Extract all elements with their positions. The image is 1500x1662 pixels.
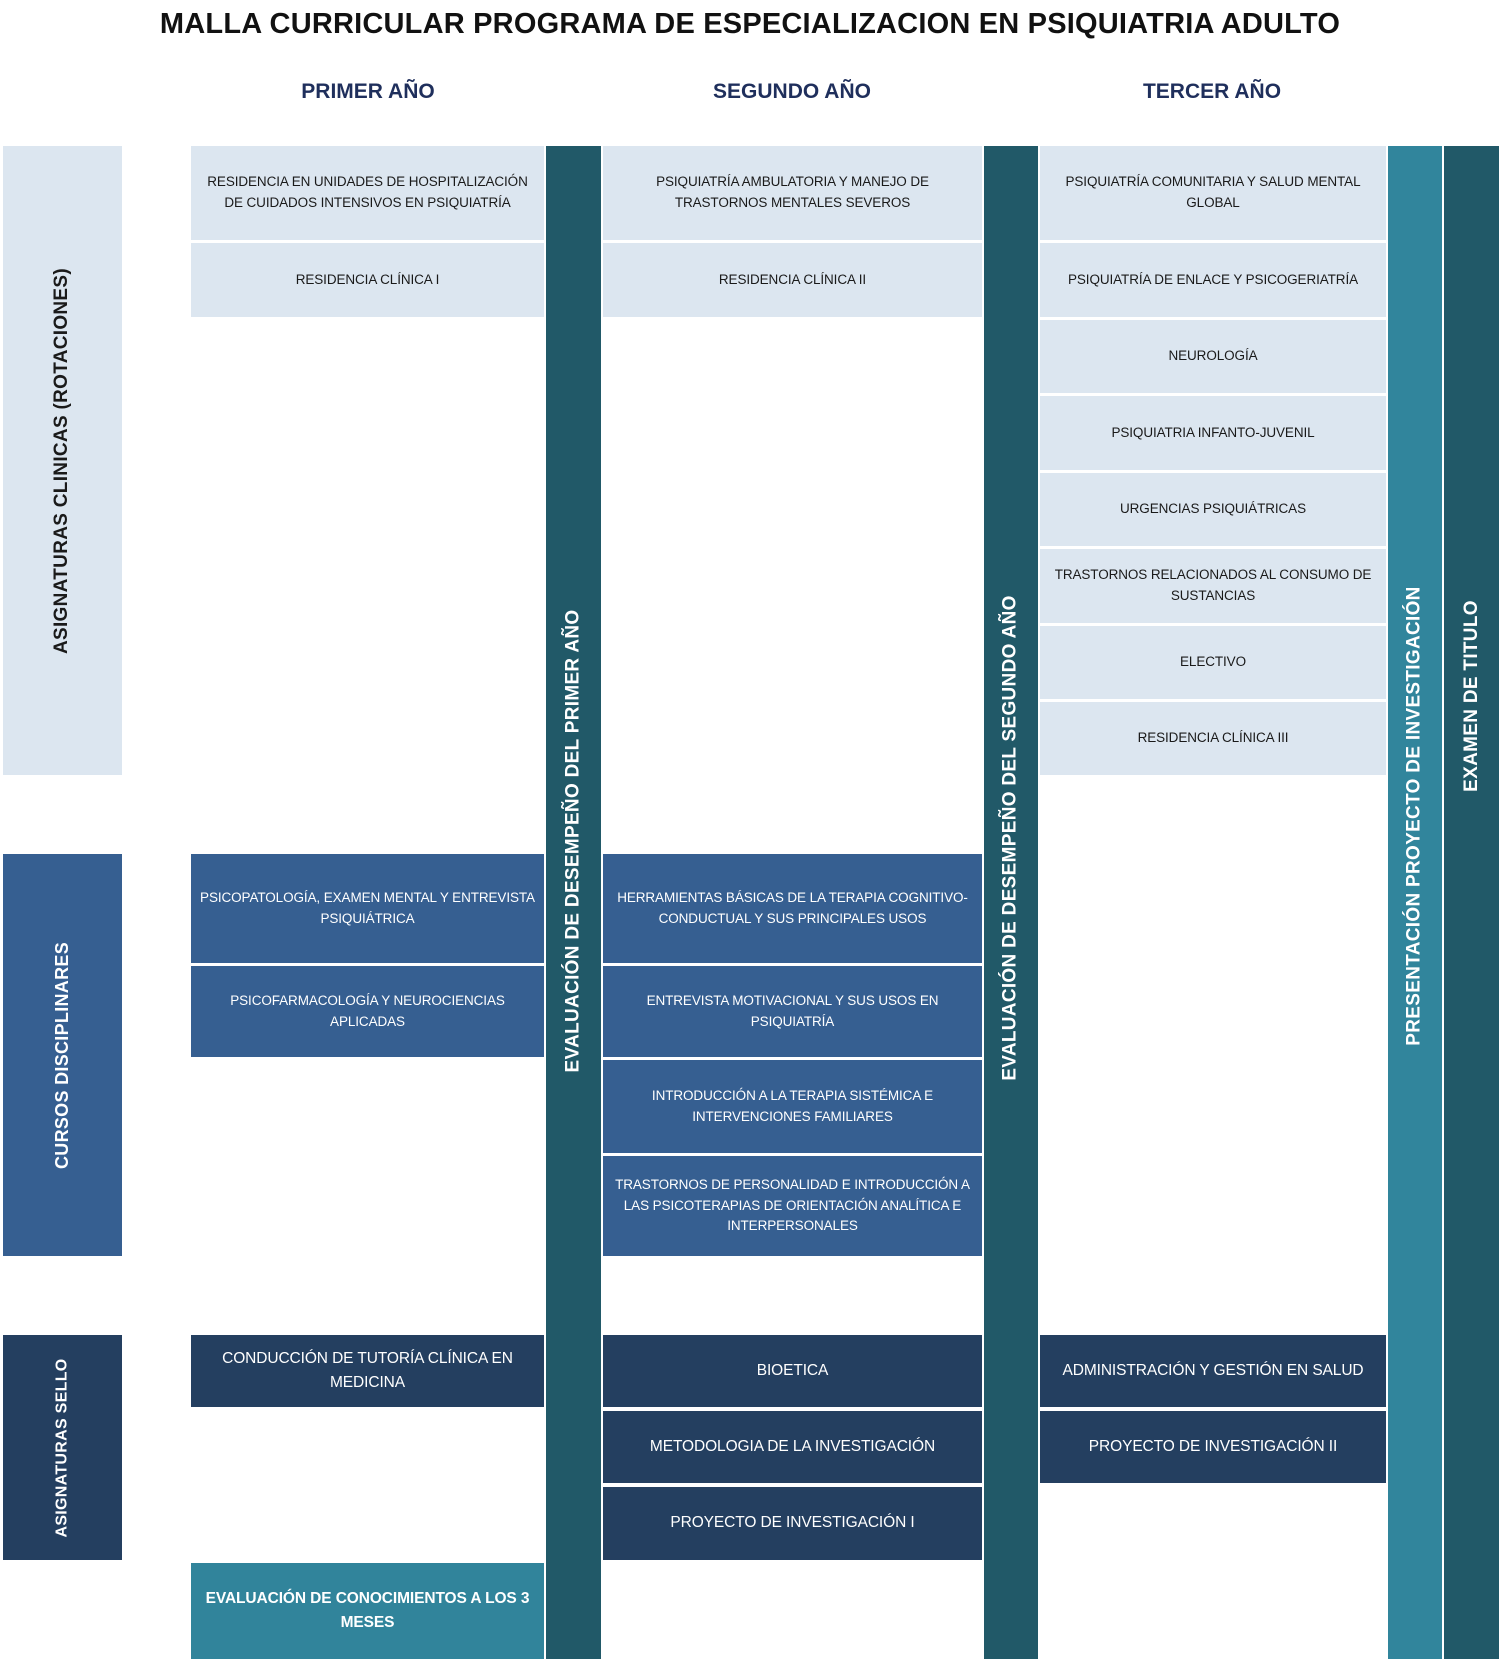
course-y2-clinica-2: RESIDENCIA CLÍNICA II	[603, 243, 982, 317]
course-y1-clinica-1: RESIDENCIA EN UNIDADES DE HOSPITALIZACIÓ…	[191, 146, 544, 240]
course-y2-disciplinar-4: TRASTORNOS DE PERSONALIDAD E INTRODUCCIÓ…	[603, 1156, 982, 1256]
course-y3-clinica-8: RESIDENCIA CLÍNICA III	[1040, 702, 1386, 775]
year-heading-tercer: TERCER AÑO	[1142, 80, 1282, 103]
course-y1-clinica-2: RESIDENCIA CLÍNICA I	[191, 243, 544, 317]
year-heading-segundo: SEGUNDO AÑO	[713, 80, 871, 103]
eval-segundo-ano-bar: EVALUACIÓN DE DESEMPEÑO DEL SEGUNDO AÑO	[984, 146, 1038, 1659]
course-y2-disciplinar-1: HERRAMIENTAS BÁSICAS DE LA TERAPIA COGNI…	[603, 854, 982, 963]
eval-segundo-ano-label: EVALUACIÓN DE DESEMPEÑO DEL SEGUNDO AÑO	[1000, 594, 1022, 1081]
course-y2-sello-1: BIOETICA	[603, 1335, 982, 1407]
examen-titulo-bar: EXAMEN DE TITULO	[1444, 146, 1499, 1659]
course-y3-clinica-3: NEUROLOGÍA	[1040, 320, 1386, 393]
category-sello-label: ASIGNATURAS SELLO	[53, 1357, 71, 1538]
course-y3-sello-1: ADMINISTRACIÓN Y GESTIÓN EN SALUD	[1040, 1335, 1386, 1407]
course-y2-sello-3: PROYECTO DE INVESTIGACIÓN I	[603, 1487, 982, 1560]
evaluacion-tres-meses: EVALUACIÓN DE CONOCIMIENTOS A LOS 3 MESE…	[191, 1563, 544, 1659]
course-y3-clinica-7: ELECTIVO	[1040, 626, 1386, 699]
course-y3-clinica-5: URGENCIAS PSIQUIÁTRICAS	[1040, 473, 1386, 546]
examen-titulo-label: EXAMEN DE TITULO	[1460, 599, 1482, 792]
presentacion-proyecto-label: PRESENTACIÓN PROYECTO DE INVESTIGACIÓN	[1404, 585, 1425, 1046]
course-y1-sello-1: CONDUCCIÓN DE TUTORÍA CLÍNICA EN MEDICIN…	[191, 1335, 544, 1407]
course-y2-disciplinar-3: INTRODUCCIÓN A LA TERAPIA SISTÉMICA E IN…	[603, 1060, 982, 1153]
course-y3-clinica-6: TRASTORNOS RELACIONADOS AL CONSUMO DE SU…	[1040, 549, 1386, 623]
category-disciplinares-label: CURSOS DISCIPLINARES	[52, 941, 72, 1169]
category-clinicas: ASIGNATURAS CLINICAS (ROTACIONES)	[3, 146, 122, 775]
course-y1-disciplinar-1: PSICOPATOLOGÍA, EXAMEN MENTAL Y ENTREVIS…	[191, 854, 544, 963]
presentacion-proyecto-bar: PRESENTACIÓN PROYECTO DE INVESTIGACIÓN	[1388, 146, 1442, 1659]
course-y1-disciplinar-2: PSICOFARMACOLOGÍA Y NEUROCIENCIAS APLICA…	[191, 966, 544, 1057]
course-y2-disciplinar-2: ENTREVISTA MOTIVACIONAL Y SUS USOS EN PS…	[603, 966, 982, 1057]
category-clinicas-label: ASIGNATURAS CLINICAS (ROTACIONES)	[51, 267, 73, 654]
eval-primer-ano-bar: EVALUACIÓN DE DESEMPEÑO DEL PRIMER AÑO	[546, 146, 601, 1659]
course-y3-clinica-4: PSIQUIATRIA INFANTO-JUVENIL	[1040, 396, 1386, 470]
page-title: MALLA CURRICULAR PROGRAMA DE ESPECIALIZA…	[159, 8, 1341, 40]
eval-primer-ano-label: EVALUACIÓN DE DESEMPEÑO DEL PRIMER AÑO	[562, 609, 584, 1072]
course-y3-clinica-2: PSIQUIATRÍA DE ENLACE Y PSICOGERIATRÍA	[1040, 243, 1386, 317]
category-sello: ASIGNATURAS SELLO	[3, 1335, 122, 1560]
course-y2-sello-2: METODOLOGIA DE LA INVESTIGACIÓN	[603, 1411, 982, 1483]
course-y3-sello-2: PROYECTO DE INVESTIGACIÓN II	[1040, 1411, 1386, 1483]
course-y2-clinica-1: PSIQUIATRÍA AMBULATORIA Y MANEJO DE TRAS…	[603, 146, 982, 240]
category-disciplinares: CURSOS DISCIPLINARES	[3, 854, 122, 1256]
year-heading-primer: PRIMER AÑO	[301, 80, 435, 103]
course-y3-clinica-1: PSIQUIATRÍA COMUNITARIA Y SALUD MENTAL G…	[1040, 146, 1386, 240]
